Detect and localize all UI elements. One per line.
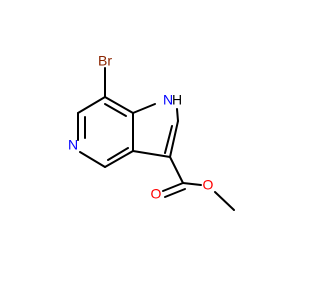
atom-labels: Br N H N O O	[68, 53, 214, 202]
bond-c4-c3a-inner	[107, 147, 129, 161]
bonds	[77, 67, 235, 211]
bond-oester-methyl	[214, 191, 235, 211]
bond-c3-ccarbonyl	[169, 156, 184, 184]
bond-c7a-c7	[104, 96, 134, 114]
bond-c7a-c7-inner	[104, 103, 127, 117]
bond-c7a-n1	[132, 103, 156, 114]
bond-c4-c3a	[104, 150, 134, 168]
bond-ccarbonyl-oester	[182, 182, 202, 186]
bond-ccarbonyl-o-double-b	[164, 188, 186, 198]
bond-ccarbonyl-o-double-a	[162, 182, 184, 192]
molecule-structure-diagram: Br N H N O O	[68, 53, 235, 211]
bond-c2-c3-inner	[164, 125, 173, 154]
ester-oxygen-label: O	[203, 177, 214, 193]
bond-n1-c2	[176, 108, 179, 122]
bond-c3-c3a	[132, 150, 171, 158]
carbonyl-oxygen-label: O	[151, 186, 162, 202]
bromine-label: Br	[98, 53, 112, 69]
bond-c2-c3	[169, 120, 179, 158]
pyrrole-nitrogen-label: N	[163, 92, 173, 108]
pyrrole-hydrogen-label: H	[172, 92, 182, 108]
bond-n5-c4	[79, 151, 106, 168]
pyridine-nitrogen-label: N	[68, 137, 78, 153]
bond-c7-c6	[77, 96, 106, 114]
